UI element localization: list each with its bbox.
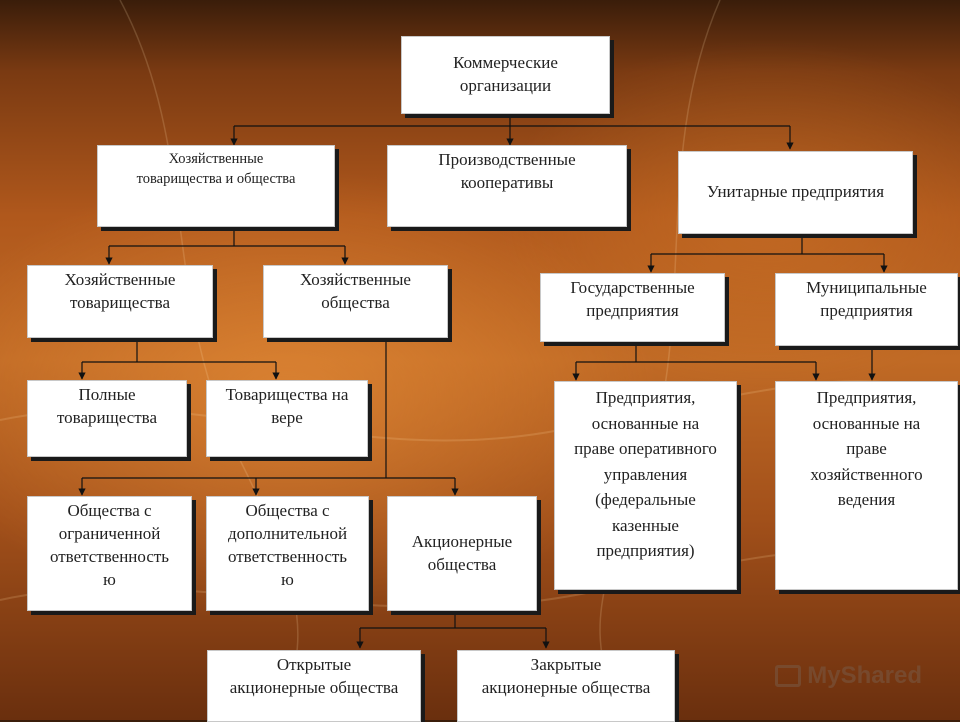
node-lp-line-2: вере	[271, 407, 303, 427]
node-fp-line-2: товарищества	[56, 407, 158, 427]
node-se-line-1: Государственные	[570, 278, 695, 297]
node-alc-line-3: ответственность	[227, 546, 348, 566]
node-fp-line-1: Полные	[78, 385, 136, 404]
node-bps-line-2: товарищества и общества	[136, 171, 296, 188]
node-joint-stock-companies: Акционерные общества	[387, 496, 537, 611]
node-bs-line-2: общества	[321, 292, 390, 312]
node-me-line-2: предприятия	[820, 300, 913, 320]
node-om-line-3: праве оперативного	[574, 439, 717, 458]
node-open-joint-stock-companies: Открытые акционерные общества	[207, 650, 421, 722]
node-economic-management-enterprises: Предприятия, основанные на праве хозяйст…	[775, 381, 958, 590]
node-limited-partnerships: Товарищества на вере	[206, 380, 368, 457]
node-commercial-line-1: Коммерческие	[453, 53, 558, 73]
node-ojsc-line-1: Открытые	[276, 655, 352, 674]
node-pc-line-1: Производственные	[438, 150, 576, 169]
node-business-partnerships-and-societies: Хозяйственные товарищества и общества	[97, 145, 335, 227]
node-municipal-enterprises: Муниципальные предприятия	[775, 273, 958, 346]
node-om-line-2: основанные на	[591, 413, 700, 433]
node-se-line-2: предприятия	[586, 300, 679, 320]
node-bp-line-1: Хозяйственные	[64, 270, 176, 289]
node-business-partnerships: Хозяйственные товарищества	[27, 265, 213, 338]
node-additional-liability-companies: Общества с дополнительной ответственност…	[206, 496, 369, 611]
node-full-partnerships: Полные товарищества	[27, 380, 187, 457]
node-state-enterprises: Государственные предприятия	[540, 273, 725, 342]
node-em-line-4: хозяйственного	[810, 464, 923, 484]
node-me-line-1: Муниципальные	[806, 278, 927, 297]
node-lp-line-1: Товарищества на	[225, 385, 349, 404]
watermark-text: MyShared	[807, 662, 922, 689]
node-closed-joint-stock-companies: Закрытые акционерные общества	[457, 650, 675, 722]
watermark: MyShared	[775, 662, 922, 690]
node-alc-line-2: дополнительной	[227, 523, 348, 543]
node-om-line-6: казенные	[612, 515, 679, 535]
node-alc-line-4: ю	[281, 569, 294, 589]
node-commercial-line-2: организации	[459, 76, 552, 95]
node-bs-line-1: Хозяйственные	[300, 270, 411, 289]
node-llc-line-4: ю	[103, 569, 116, 589]
node-om-line-7: предприятия)	[596, 541, 695, 560]
node-bp-line-2: товарищества	[69, 292, 171, 312]
node-om-line-5: (федеральные	[595, 490, 696, 509]
node-em-line-2: основанные на	[812, 413, 921, 433]
node-llc-line-1: Общества с	[67, 501, 152, 520]
node-em-line-3: праве	[846, 439, 887, 458]
node-commercial-organizations: Коммерческие организации	[401, 36, 610, 114]
node-ojsc-line-2: акционерные общества	[229, 677, 399, 697]
node-om-line-4: управления	[603, 464, 688, 484]
node-cjsc-line-2: акционерные общества	[481, 677, 651, 697]
node-em-line-1: Предприятия,	[816, 388, 917, 407]
node-unitary-enterprises: Унитарные предприятия	[678, 151, 913, 234]
node-ue-line-1: Унитарные предприятия	[706, 182, 885, 202]
node-cjsc-line-1: Закрытые	[530, 655, 602, 674]
node-js-line-1: Акционерные	[411, 531, 513, 551]
node-pc-line-2: кооперативы	[460, 172, 554, 192]
node-js-line-2: общества	[427, 554, 497, 574]
node-alc-line-1: Общества с	[245, 501, 330, 520]
node-business-societies: Хозяйственные общества	[263, 265, 448, 338]
node-operational-management-enterprises: Предприятия, основанные на праве операти…	[554, 381, 737, 590]
node-em-line-5: ведения	[837, 490, 896, 509]
watermark-icon	[775, 665, 802, 687]
node-limited-liability-companies: Общества с ограниченной ответственность …	[27, 496, 192, 611]
node-om-line-1: Предприятия,	[595, 388, 696, 407]
node-production-cooperatives: Производственные кооперативы	[387, 145, 627, 227]
node-llc-line-3: ответственность	[49, 546, 170, 566]
node-llc-line-2: ограниченной	[58, 523, 161, 543]
node-bps-line-1: Хозяйственные	[168, 151, 264, 167]
